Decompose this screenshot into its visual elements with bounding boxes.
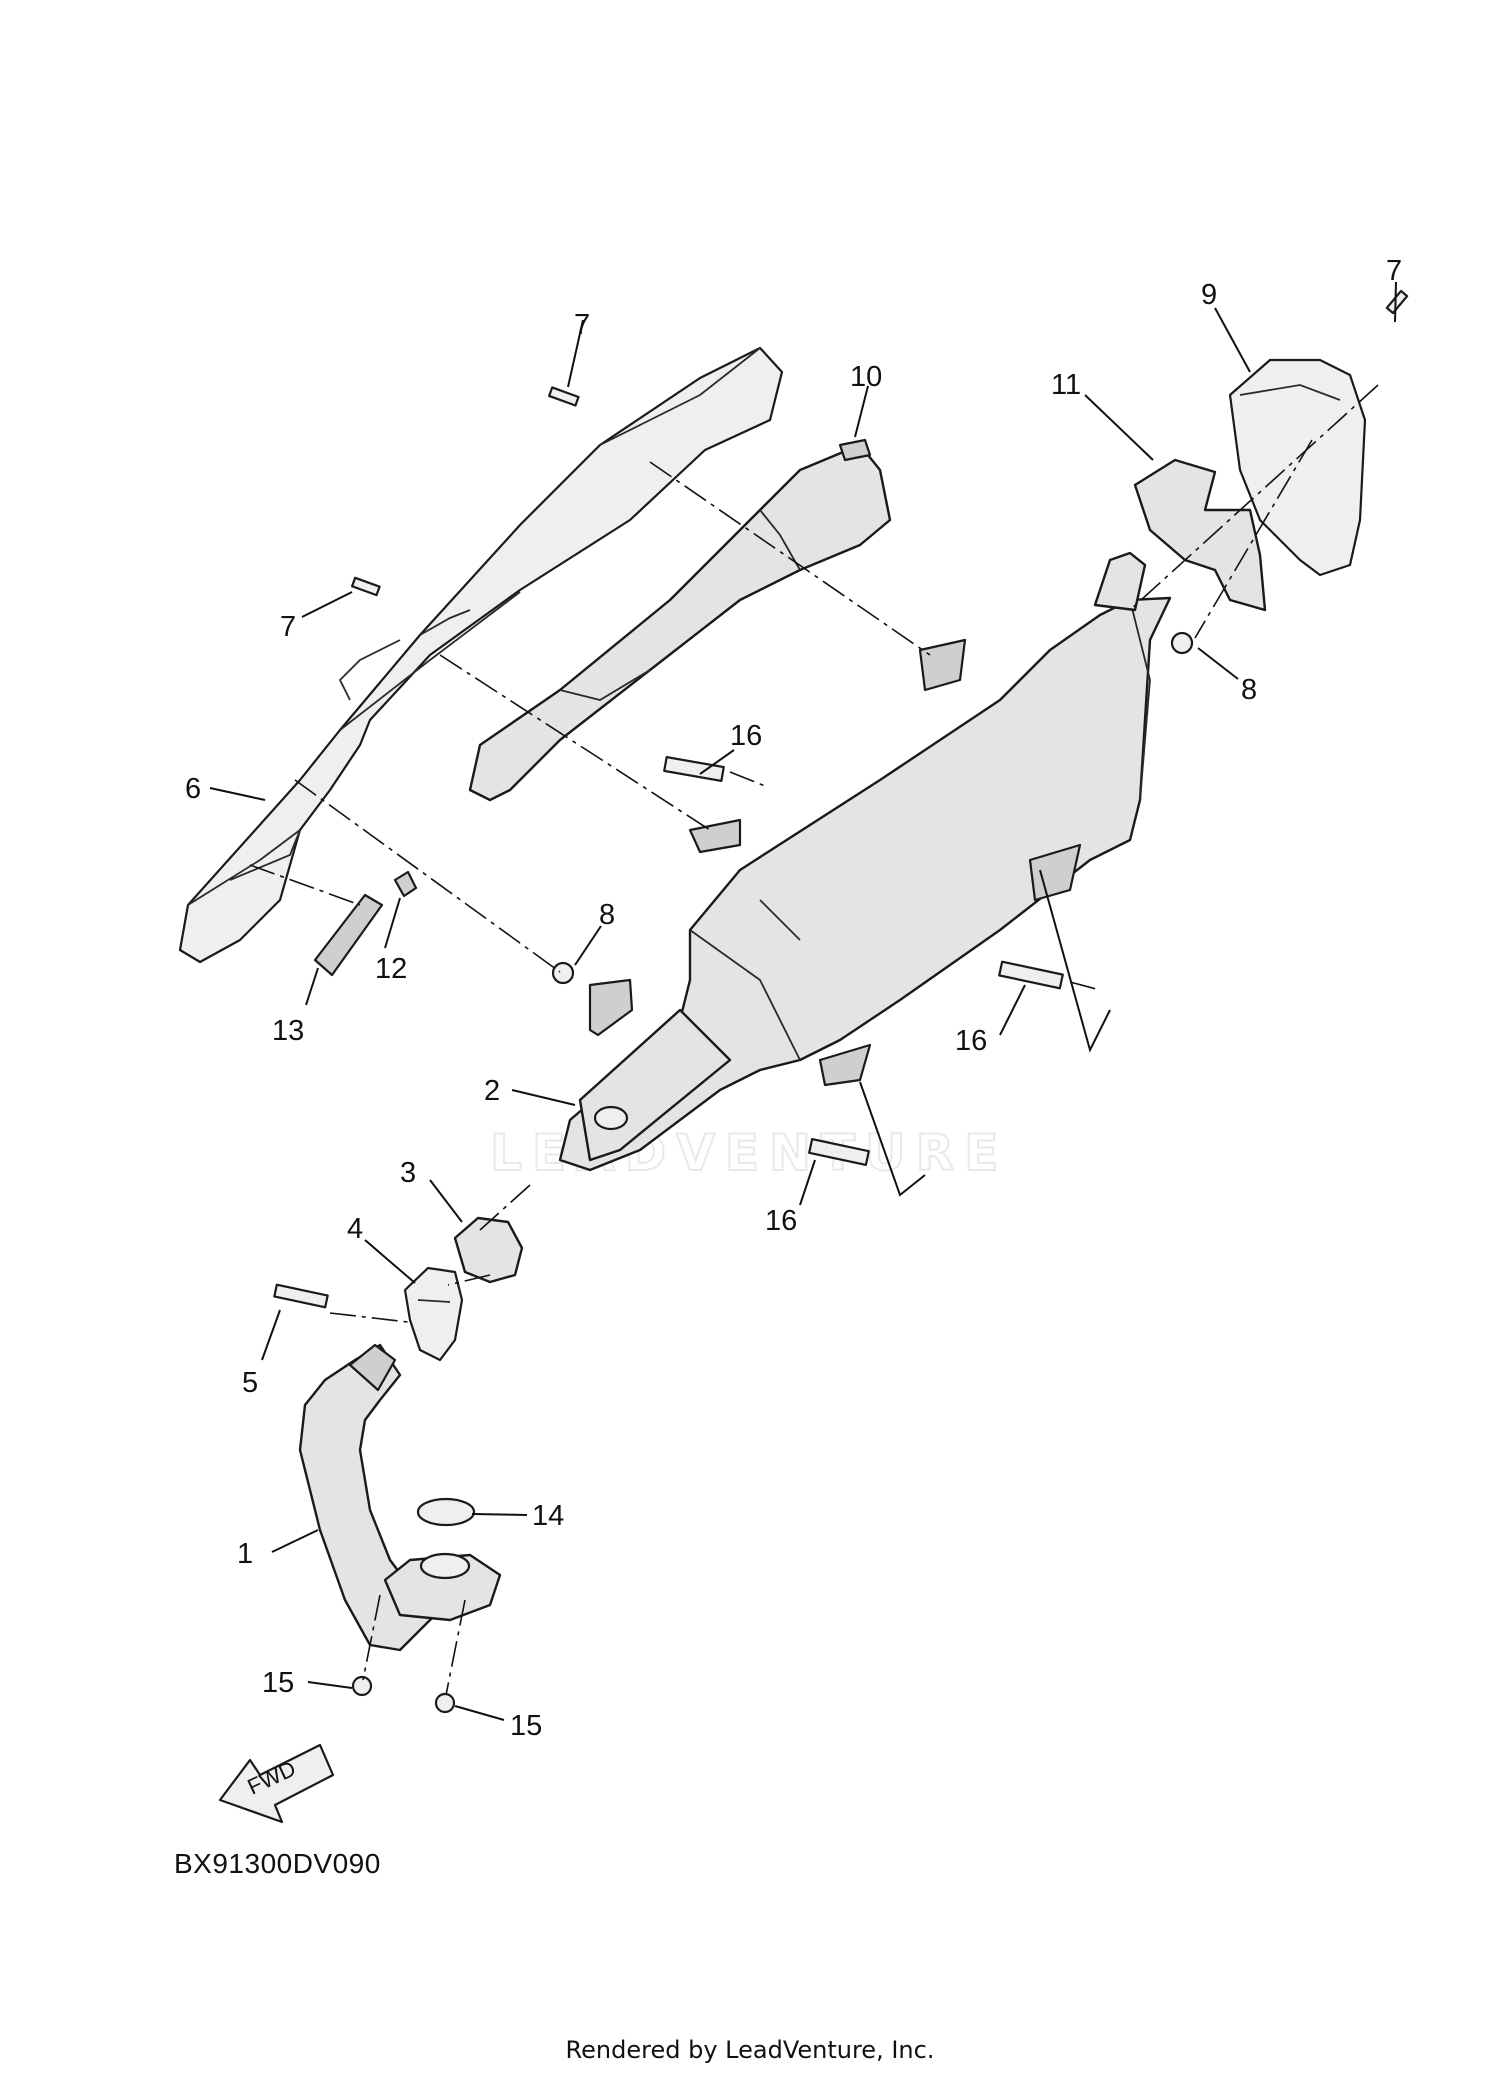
callout-labels: 7 7 7 9 10 11 6 8 8 12 13 2 3 4 5 1 14 1…: [185, 255, 1402, 1742]
callout-8: 8: [599, 899, 615, 931]
muffler-part: [558, 551, 1172, 1172]
gasket-sleeve-part: [453, 1216, 524, 1284]
heat-insulator-part: [468, 438, 892, 802]
clamp-part: [403, 1266, 464, 1362]
callout-16: 16: [730, 720, 762, 752]
callout-12: 12: [375, 953, 407, 985]
assembly-lines: [249, 384, 1379, 1696]
end-insulator-part: [1133, 458, 1267, 612]
render-credit-footer: Rendered by LeadVenture, Inc.: [565, 2036, 935, 2064]
callout-1: 1: [237, 1538, 253, 1570]
callout-7: 7: [574, 309, 590, 341]
callout-2: 2: [484, 1075, 500, 1107]
callout-14: 14: [532, 1500, 564, 1532]
fwd-arrow-icon: FWD: [218, 1743, 335, 1824]
callout-9: 9: [1201, 279, 1217, 311]
callout-6: 6: [185, 773, 201, 805]
exhaust-gasket-part: [416, 1497, 476, 1527]
callout-15: 15: [262, 1667, 294, 1699]
insulator-part: [313, 893, 384, 977]
callout-16: 16: [955, 1025, 987, 1057]
callout-16: 16: [765, 1205, 797, 1237]
callout-11: 11: [1051, 369, 1081, 401]
muffler-protector-part: [178, 346, 784, 964]
callout-5: 5: [242, 1367, 258, 1399]
callout-3: 3: [400, 1157, 416, 1189]
callout-7: 7: [1386, 255, 1402, 287]
callout-13: 13: [272, 1015, 304, 1047]
fastener-parts: [273, 289, 1409, 1714]
callout-4: 4: [347, 1213, 363, 1245]
callout-10: 10: [850, 361, 882, 393]
damper-part: [393, 870, 418, 898]
leader-lines: [209, 281, 1397, 1721]
diagram-code: BX91300DV090: [174, 1848, 381, 1879]
exhaust-pipe-part: [298, 1343, 502, 1652]
callout-7: 7: [280, 611, 296, 643]
callout-8: 8: [1241, 674, 1257, 706]
callout-15: 15: [510, 1710, 542, 1742]
